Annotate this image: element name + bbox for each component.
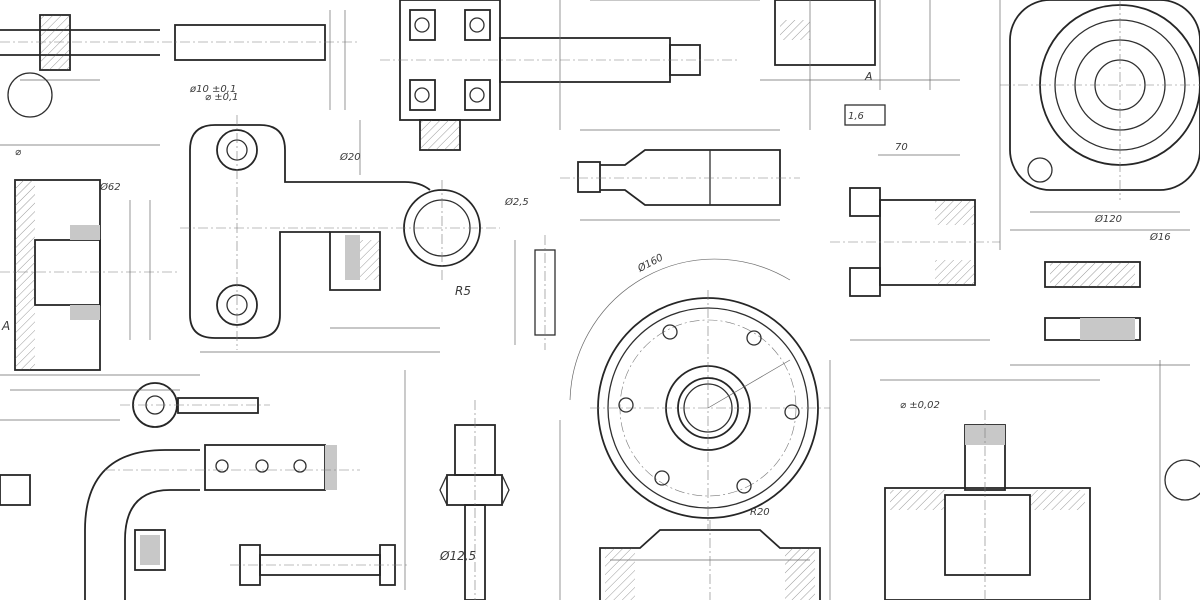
dim-text: ⌀ — [15, 147, 22, 158]
small-parts-right: Ø16 — [1010, 229, 1190, 366]
dim-text: Ø2,5 — [504, 196, 529, 208]
housing-section-left: A Ø62 — [0, 179, 200, 376]
dim-text: Ø16 — [1149, 231, 1171, 243]
lever-drawing: Ø20 Ø2,5 R5 — [180, 115, 529, 353]
dimension-marks: ⌀ ±0,1 ⌀ ⌀ ±0,02 A — [15, 70, 940, 411]
shaft-drawing-top-left: ø10 ±0,1 — [0, 10, 360, 118]
dim-text: ⌀ ±0,02 — [900, 400, 940, 411]
threaded-stud: Ø12,5 — [439, 400, 510, 600]
bracket-top — [760, 0, 960, 90]
stepped-bushing: 70 1,6 — [830, 104, 1000, 341]
pipe-fitting-section — [880, 360, 1200, 600]
housing-cap — [599, 520, 821, 600]
dim-text: A — [864, 70, 873, 83]
small-strip-part — [514, 235, 556, 350]
dim-text: ø10 ±0,1 — [189, 84, 236, 95]
flange-bearing-housing: Ø120 — [1000, 0, 1200, 225]
dim-text: Ø12,5 — [439, 549, 476, 563]
dim-text: Ø62 — [99, 181, 121, 193]
tapered-shaft — [560, 129, 800, 221]
tolerance-frame: 1,6 — [848, 111, 864, 122]
bearing-shaft-drawing — [380, 0, 740, 151]
dim-text: R5 — [455, 284, 471, 298]
dim-text: R20 — [750, 507, 770, 518]
dim-text: Ø120 — [1094, 213, 1122, 225]
bolt-flange-drawing: Ø160 R20 — [569, 251, 830, 530]
dim-bore: Ø20 — [339, 151, 361, 163]
label-a: A — [1, 319, 10, 333]
elbow-pipe — [84, 444, 360, 600]
dim-arc: Ø160 — [635, 251, 665, 275]
bolt-bottom — [230, 544, 410, 586]
dim-text: ⌀ ±0,1 — [205, 92, 238, 103]
eye-bolt — [0, 382, 270, 506]
dim-text: 70 — [895, 142, 908, 153]
dimension-lines — [0, 0, 1001, 600]
